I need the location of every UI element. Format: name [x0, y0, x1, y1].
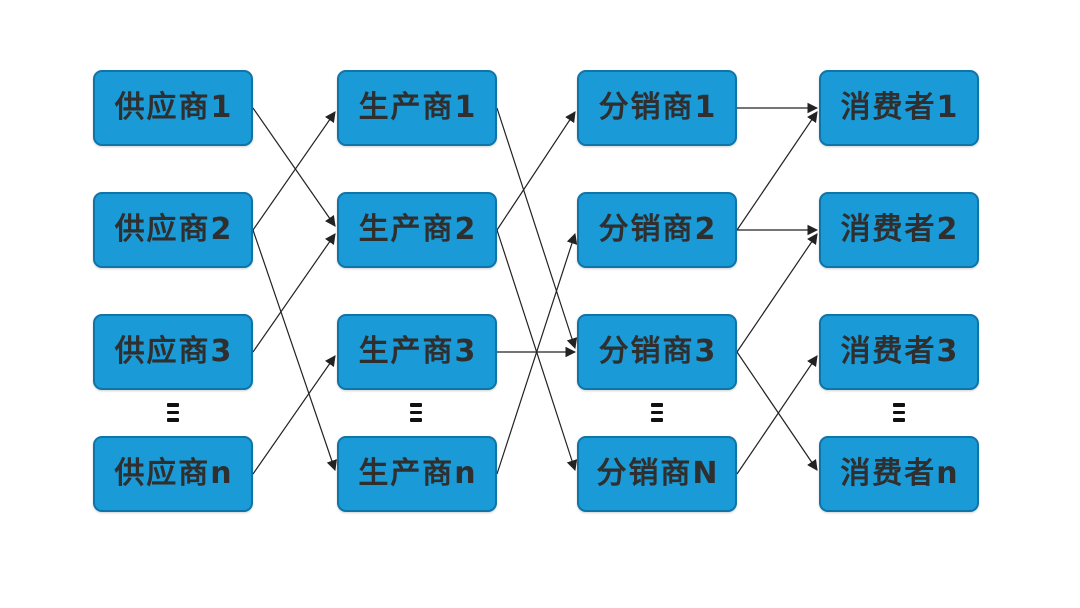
ellipsis-bar	[893, 418, 905, 422]
edge-s2-pn	[252, 229, 337, 472]
vertical-ellipsis-icon	[893, 403, 905, 422]
node-label: 分销商2	[598, 212, 718, 247]
node-dN: 分销商N	[577, 436, 737, 512]
node-label: 生产商n	[358, 456, 478, 491]
node-label: 消费者2	[840, 212, 960, 247]
node-cn: 消费者n	[819, 436, 979, 512]
node-label: 分销商1	[598, 90, 718, 125]
ellipsis-bar	[893, 403, 905, 407]
node-p2: 生产商2	[337, 192, 497, 268]
node-p3: 生产商3	[337, 314, 497, 390]
ellipsis-bar	[410, 410, 422, 414]
node-s3: 供应商3	[93, 314, 253, 390]
node-label: 供应商1	[114, 90, 234, 125]
node-label: 分销商N	[596, 456, 720, 491]
ellipsis-bar	[651, 403, 663, 407]
edge-sn-p3	[252, 355, 336, 475]
node-s2: 供应商2	[93, 192, 253, 268]
node-p1: 生产商1	[337, 70, 497, 146]
vertical-ellipsis-icon	[651, 403, 663, 422]
edge-d3-cn	[736, 351, 818, 471]
edge-s1-p2	[252, 107, 336, 227]
ellipsis-bar	[651, 418, 663, 422]
edge-p1-d3	[496, 107, 578, 350]
node-s1: 供应商1	[93, 70, 253, 146]
ellipsis-bar	[167, 403, 179, 407]
ellipsis-bar	[410, 418, 422, 422]
node-label: 供应商n	[114, 456, 234, 491]
edge-d2-c1	[736, 111, 818, 231]
node-sn: 供应商n	[93, 436, 253, 512]
node-pn: 生产商n	[337, 436, 497, 512]
vertical-ellipsis-icon	[410, 403, 422, 422]
node-d3: 分销商3	[577, 314, 737, 390]
ellipsis-bar	[651, 410, 663, 414]
node-c2: 消费者2	[819, 192, 979, 268]
edge-group	[252, 102, 819, 475]
ellipsis-bar	[167, 410, 179, 414]
edge-s2-p1	[252, 111, 336, 231]
node-c1: 消费者1	[819, 70, 979, 146]
node-label: 供应商3	[114, 334, 234, 369]
node-label: 生产商2	[358, 212, 478, 247]
node-label: 生产商1	[358, 90, 478, 125]
node-c3: 消费者3	[819, 314, 979, 390]
node-label: 生产商3	[358, 334, 478, 369]
edge-pn-d2	[496, 232, 578, 475]
edge-p2-dN	[496, 229, 578, 472]
node-label: 供应商2	[114, 212, 234, 247]
node-d1: 分销商1	[577, 70, 737, 146]
ellipsis-bar	[410, 403, 422, 407]
edge-dN-c3	[736, 355, 818, 475]
node-label: 分销商3	[598, 334, 718, 369]
edge-s3-p2	[252, 233, 336, 353]
node-d2: 分销商2	[577, 192, 737, 268]
ellipsis-bar	[893, 410, 905, 414]
node-label: 消费者n	[840, 456, 960, 491]
node-label: 消费者3	[840, 334, 960, 369]
vertical-ellipsis-icon	[167, 403, 179, 422]
ellipsis-bar	[167, 418, 179, 422]
node-label: 消费者1	[840, 90, 960, 125]
edge-p2-d1	[496, 111, 576, 231]
edge-d3-c2	[736, 233, 818, 353]
